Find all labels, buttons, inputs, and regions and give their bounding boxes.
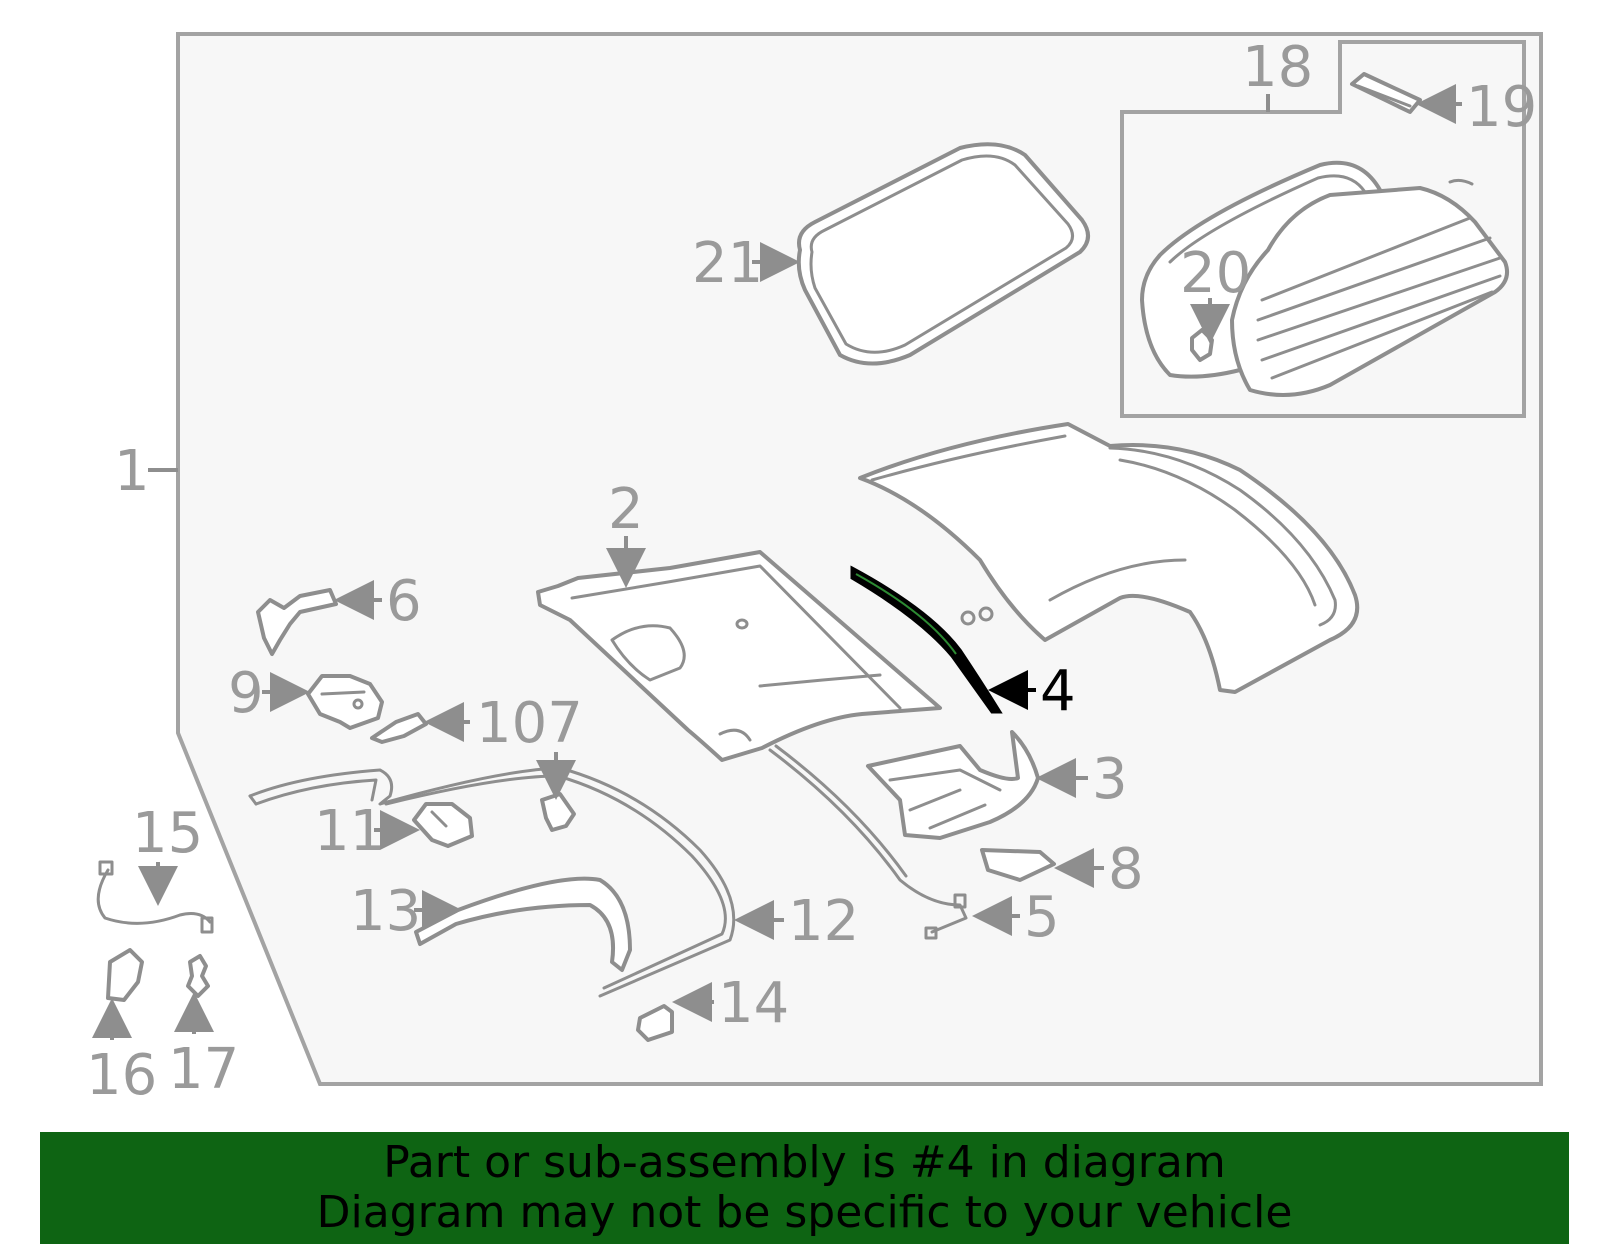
seal-part-12[interactable]: [248, 766, 736, 998]
callout-19[interactable]: 19: [1466, 75, 1537, 140]
callout-1[interactable]: 1: [114, 439, 150, 504]
callout-6[interactable]: 6: [386, 569, 422, 634]
module-part-9[interactable]: [306, 674, 384, 730]
clip-part-14[interactable]: [636, 1004, 674, 1042]
trim-strip-part-13[interactable]: [414, 876, 632, 972]
callout-14[interactable]: 14: [718, 971, 789, 1036]
part-info-banner: Part or sub-assembly is #4 in diagram Di…: [40, 1132, 1569, 1244]
callout-16[interactable]: 16: [86, 1043, 157, 1108]
rear-window-glass-part-21[interactable]: [796, 142, 1090, 366]
banner-line-1: Part or sub-assembly is #4 in diagram: [383, 1137, 1226, 1188]
callout-15[interactable]: 15: [132, 801, 203, 866]
bracket-part-6[interactable]: [256, 588, 338, 656]
weatherstrip-part-4[interactable]: [850, 565, 1003, 714]
banner-line-2: Diagram may not be specific to your vehi…: [316, 1187, 1293, 1238]
headliner-part-2[interactable]: [536, 550, 942, 762]
callout-9[interactable]: 9: [228, 661, 264, 726]
harness-part-15[interactable]: [96, 860, 214, 934]
callout-12[interactable]: 12: [788, 889, 859, 954]
fastener-part-17[interactable]: [186, 954, 210, 998]
soft-top-cover[interactable]: [858, 422, 1360, 694]
side-trim-part-3[interactable]: [866, 730, 1040, 840]
callout-5[interactable]: 5: [1024, 885, 1060, 950]
callout-4[interactable]: 4: [1040, 659, 1076, 724]
callout-21[interactable]: 21: [692, 231, 763, 296]
callout-2[interactable]: 2: [608, 477, 644, 542]
bracket-part-8[interactable]: [980, 848, 1056, 882]
callout-8[interactable]: 8: [1108, 837, 1144, 902]
callout-18[interactable]: 18: [1242, 35, 1313, 100]
callout-17[interactable]: 17: [168, 1037, 239, 1102]
callout-3[interactable]: 3: [1092, 747, 1128, 812]
cable-part-5[interactable]: [768, 744, 968, 940]
callout-13[interactable]: 13: [350, 879, 421, 944]
callout-107[interactable]: 107: [476, 691, 583, 756]
callout-11[interactable]: 11: [314, 799, 385, 864]
bracket-part-11[interactable]: [412, 802, 474, 848]
rear-window-assembly-part-18[interactable]: [1140, 160, 1509, 397]
cover-part-16[interactable]: [106, 948, 144, 1002]
callout-20[interactable]: 20: [1180, 241, 1251, 306]
